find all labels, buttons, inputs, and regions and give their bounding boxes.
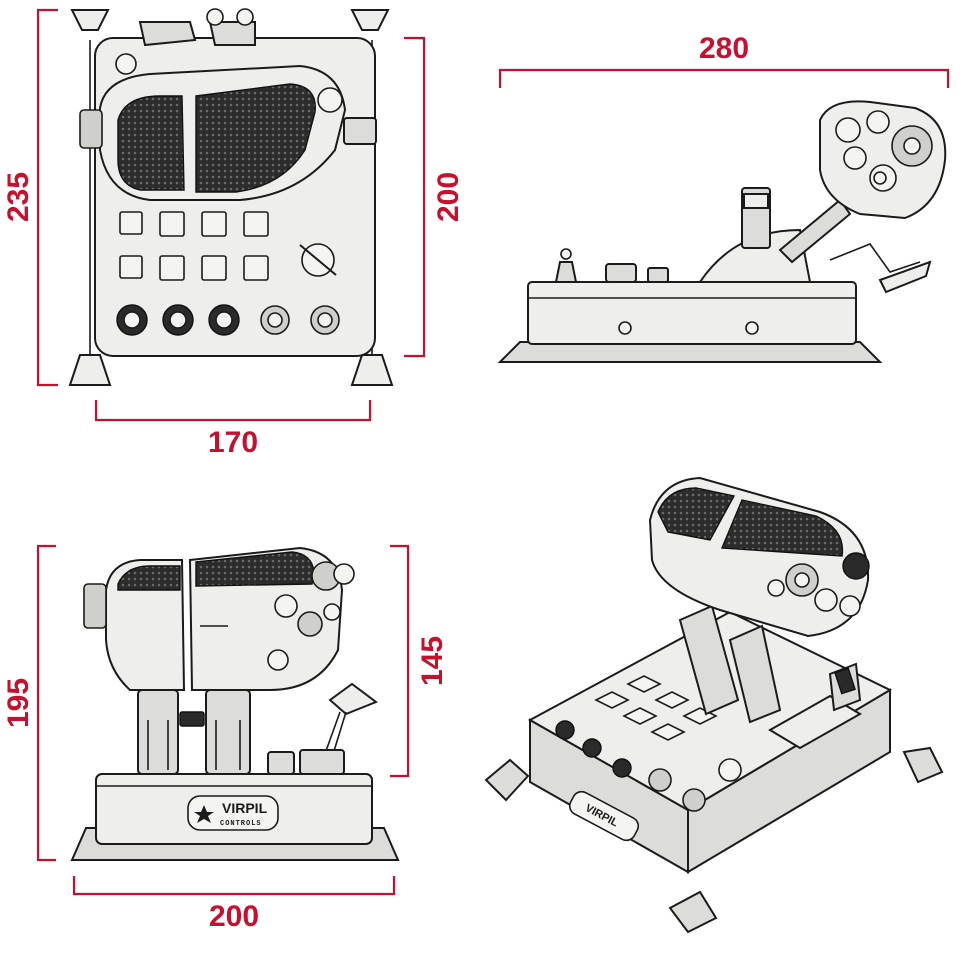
top-view-knob-1 — [206, 8, 224, 26]
front-view-grip-right — [188, 546, 355, 691]
isometric-view-switch-panel — [555, 675, 742, 812]
front-view-lever — [267, 682, 379, 775]
front-view-logo-subtext: CONTROLS — [220, 820, 262, 828]
isometric-view: VIRPIL — [484, 476, 944, 934]
isometric-view-lever — [768, 662, 862, 750]
side-view: 280 — [497, 32, 950, 363]
top-view-round-button — [115, 53, 137, 75]
isometric-view-feet — [484, 746, 944, 934]
top-view-rotary-row — [116, 304, 340, 336]
dimension-side-length: 280 — [498, 32, 950, 88]
dimension-front-width: 200 — [72, 876, 396, 933]
front-view-stalks — [137, 689, 251, 775]
front-view-brand-logo: VIRPIL CONTROLS — [187, 795, 279, 831]
top-view-knob-2 — [236, 8, 254, 26]
front-view-logo-text: VIRPIL — [222, 800, 268, 816]
dimension-top-height: 235 — [2, 8, 58, 387]
dimension-label-front-width: 200 — [209, 900, 259, 933]
top-view-button-grid — [119, 211, 337, 281]
isometric-view-stalks — [678, 604, 782, 724]
front-view: VIRPIL CONTROLS — [2, 544, 449, 933]
side-view-feet — [497, 341, 883, 363]
dimension-label-top-width: 170 — [208, 426, 258, 459]
front-view-grip-left — [83, 559, 186, 691]
top-view: 235 200 170 — [2, 8, 465, 459]
top-view-lever-left — [138, 21, 197, 47]
dimension-label-side-length: 280 — [699, 32, 749, 65]
side-view-base — [527, 281, 857, 345]
dimension-top-width: 170 — [94, 400, 372, 459]
dimension-label-front-height: 195 — [2, 678, 35, 728]
top-view-grip — [79, 64, 377, 201]
isometric-view-grip — [648, 476, 870, 638]
dimension-label-front-grip-height: 145 — [416, 636, 449, 686]
side-view-arm — [778, 198, 852, 264]
dimension-top-depth: 200 — [404, 36, 465, 358]
dimension-front-grip-height: 145 — [390, 544, 449, 778]
dimension-label-top-height: 235 — [2, 172, 35, 222]
dimension-front-height: 195 — [2, 544, 56, 862]
dimension-label-top-depth: 200 — [432, 172, 465, 222]
